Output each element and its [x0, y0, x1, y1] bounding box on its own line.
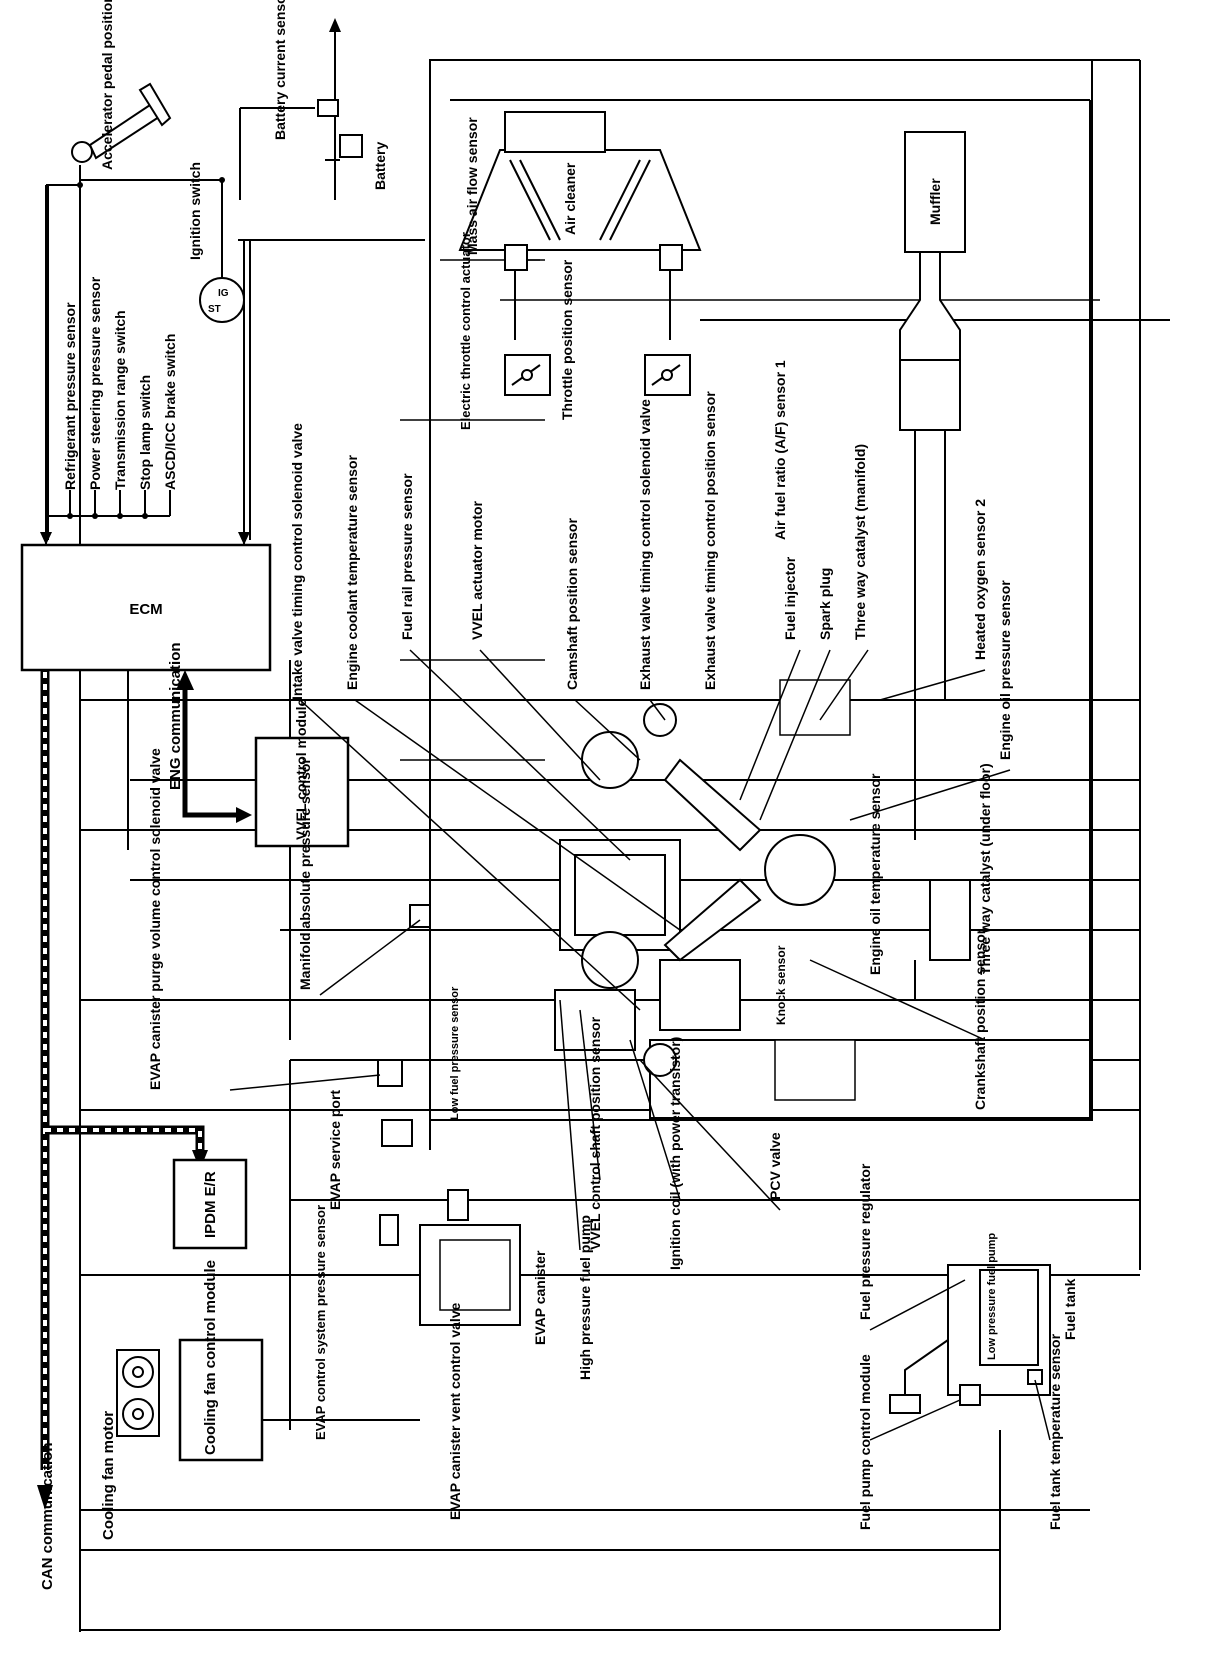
camshaft-position-sensor-label: Camshaft position sensor [564, 518, 580, 690]
three-way-catalyst-under-floor-label: Three way catalyst (under floor) [977, 763, 993, 975]
engine-bay-outline [429, 59, 1093, 1150]
battery-label: Battery [372, 142, 388, 190]
knock-sensor-label: Knock sensor [774, 945, 788, 1025]
air-fuel-ratio-sensor-label: Air fuel ratio (A/F) sensor 1 [772, 360, 788, 540]
fuel-injector-label: Fuel injector [782, 556, 798, 640]
cooling-fan-control-module-label: Cooling fan control module [202, 1260, 219, 1455]
engine-oil-temperature-sensor-label: Engine oil temperature sensor [867, 773, 883, 975]
throttle-position-sensor-label: Throttle position sensor [559, 259, 575, 420]
fuel-pressure-regulator-label: Fuel pressure regulator [857, 1163, 873, 1320]
heated-oxygen-sensor-2-label: Heated oxygen sensor 2 [972, 499, 988, 660]
labels: CAN communication Cooling fan motor Cool… [39, 0, 1078, 1590]
exhaust-valve-timing-solenoid-label: Exhaust valve timing control solenoid va… [637, 399, 653, 690]
battery-assembly [239, 18, 363, 200]
accelerator-pedal-position-sensor-label: Accelerator pedal position sensor [99, 0, 115, 170]
transmission-range-switch-label: Transmission range switch [112, 310, 128, 490]
cooling-fan-motor [116, 1349, 160, 1437]
evap-canister [379, 1189, 521, 1326]
pcv-valve-label: PCV valve [767, 1132, 783, 1200]
evap-purge-valve [377, 1059, 413, 1147]
evap-service-port-label: EVAP service port [327, 1090, 343, 1210]
exhaust-system [899, 131, 971, 1000]
leader-lines [229, 649, 1051, 1441]
left-bus [40, 177, 225, 545]
refrigerant-pressure-sensor-label: Refrigerant pressure sensor [62, 302, 78, 490]
map-sensor [409, 904, 431, 928]
ignition-switch-label: Ignition switch [187, 162, 203, 260]
spark-plug-label: Spark plug [817, 568, 833, 640]
stop-lamp-switch-label: Stop lamp switch [137, 375, 153, 490]
mass-air-flow-sensor-label: Mass air flow sensor [464, 117, 480, 255]
catalyst-manifold [779, 679, 851, 736]
can-bus [37, 660, 208, 1510]
eng-communication-label: ENG communication [167, 642, 184, 790]
low-pressure-fuel-pump-label: Low pressure fuel pump [986, 1233, 998, 1360]
evap-canister-label: EVAP canister [532, 1250, 548, 1345]
cooling-fan-motor-label: Cooling fan motor [100, 1411, 117, 1540]
evap-control-system-pressure-sensor-label: EVAP control system pressure sensor [313, 1205, 328, 1440]
cooling-fan-control-module-box[interactable] [178, 1338, 264, 1462]
muffler-label: Muffler [927, 178, 943, 225]
electric-throttle-label: Electric throttle control actuator [458, 232, 473, 430]
can-communication-label: CAN communication [39, 1442, 56, 1590]
vvel-actuator-motor-label: VVEL actuator motor [469, 500, 485, 640]
power-steering-pressure-sensor-label: Power steering pressure sensor [87, 276, 103, 490]
svg-text:IG: IG [218, 288, 229, 299]
high-pressure-fuel-pump-label: High pressure fuel pump [577, 1215, 593, 1380]
battery-current-sensor-label: Battery current sensor [272, 0, 288, 140]
fuel-tank-label: Fuel tank [1062, 1278, 1078, 1340]
ipdm-box[interactable] [172, 1158, 248, 1250]
vvel-control-module-box[interactable] [254, 736, 350, 848]
exhaust-valve-timing-position-sensor-label: Exhaust valve timing control position se… [702, 391, 718, 690]
ecm-box[interactable]: ECM [20, 543, 272, 672]
throttle-bodies [504, 354, 691, 396]
ipdm-label: IPDM E/R [202, 1171, 219, 1238]
engine-oil-pressure-sensor-label: Engine oil pressure sensor [997, 580, 1013, 760]
crankshaft-position-sensor-label: Crankshaft position sensor [972, 928, 988, 1110]
fuel-pump-control-module-label: Fuel pump control module [857, 1354, 873, 1530]
eng-communication-link [176, 670, 252, 823]
manifold-absolute-pressure-sensor-label: Manifold absolute pressure sensor [297, 758, 313, 990]
catalyst-bank2 [774, 1039, 856, 1101]
low-fuel-pressure-sensor-label: Low fuel pressure sensor [449, 986, 461, 1120]
ignition-switch: IG ST [80, 179, 425, 545]
air-cleaner [458, 111, 702, 251]
ignition-coil-label: Ignition coil (with power transistor) [667, 1037, 683, 1270]
intake-valve-timing-label: Intake valve timing control solenoid val… [289, 423, 305, 700]
air-cleaner-label: Air cleaner [562, 162, 578, 235]
vvel-control-module-label: VVEL control module [293, 698, 309, 840]
svg-text:ST: ST [208, 304, 221, 315]
fuel-rail-pressure-sensor-label: Fuel rail pressure sensor [399, 473, 415, 640]
three-way-catalyst-manifold-label: Three way catalyst (manifold) [852, 444, 868, 640]
ecm-label: ECM [129, 601, 162, 618]
evap-canister-vent-control-valve-label: EVAP canister vent control valve [447, 1302, 463, 1520]
evap-purge-valve-label: EVAP canister purge volume control solen… [147, 748, 163, 1090]
mass-air-flow-sensors [504, 244, 683, 340]
accelerator-pedal [71, 82, 172, 185]
fuel-tank-temperature-sensor-label: Fuel tank temperature sensor [1047, 1333, 1063, 1530]
engine-coolant-temperature-sensor-label: Engine coolant temperature sensor [344, 455, 360, 690]
ascd-icc-brake-switch-label: ASCD/ICC brake switch [162, 334, 178, 490]
fuel-tank [889, 1264, 1051, 1414]
